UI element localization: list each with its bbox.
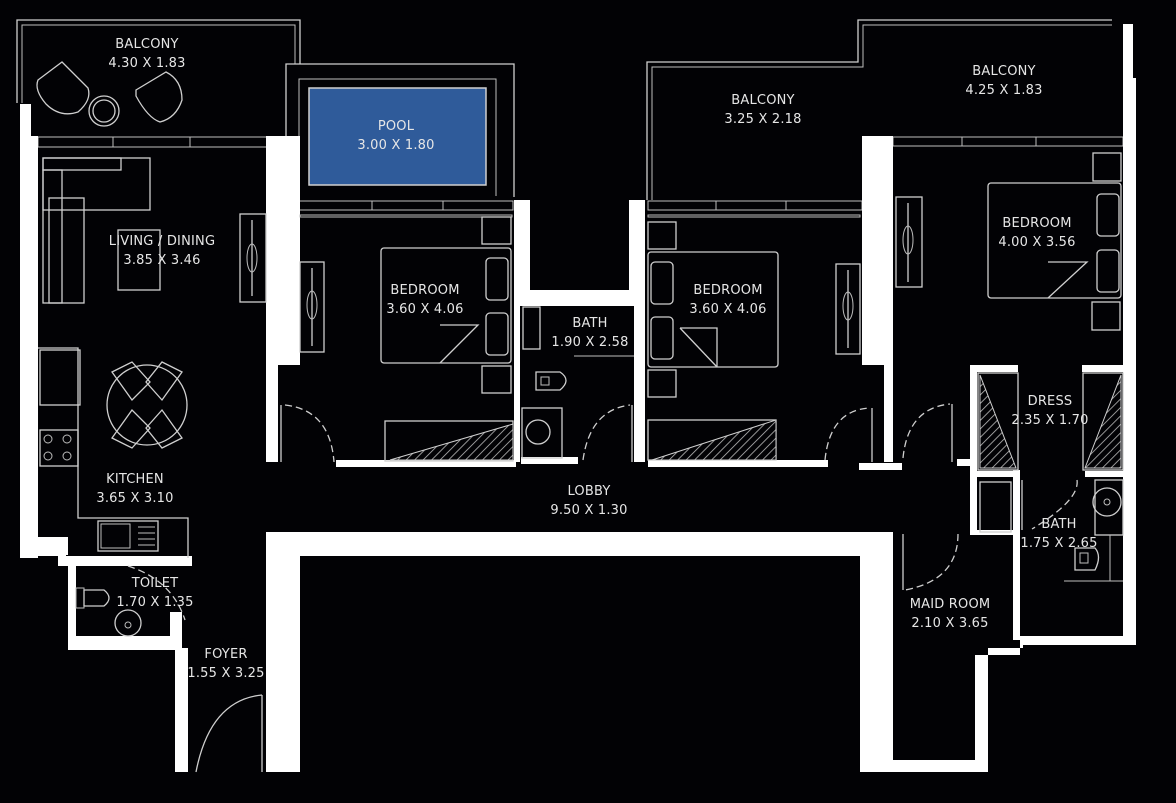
room-dimensions: 3.60 X 4.06 (386, 302, 464, 317)
room-label-balcony-left: BALCONY 4.30 X 1.83 (108, 35, 185, 73)
room-name: MAID ROOM (909, 597, 991, 612)
room-dimensions: 3.85 X 3.46 (123, 253, 201, 268)
room-dimensions: 4.30 X 1.83 (108, 56, 186, 71)
room-label-kitchen: KITCHEN 3.65 X 3.10 (96, 470, 173, 508)
walls (20, 24, 1136, 772)
room-name: LOBBY (567, 484, 611, 499)
master-bedroom-furniture (895, 152, 1122, 462)
room-label-bath-2: BATH 1.75 X 2.65 (1020, 515, 1097, 553)
pool-water (308, 87, 487, 186)
room-label-bedroom-1: BEDROOM 3.60 X 4.06 (386, 281, 463, 319)
room-label-maid-room: MAID ROOM 2.10 X 3.65 (910, 595, 991, 633)
room-dimensions: 2.35 X 1.70 (1011, 413, 1089, 428)
room-label-bath-1: BATH 1.90 X 2.58 (551, 314, 628, 352)
room-label-toilet: TOILET 1.70 X 1.35 (116, 574, 193, 612)
room-dimensions: 9.50 X 1.30 (550, 503, 628, 518)
balcony-right-railing (892, 136, 1124, 147)
balcony-chairs (36, 61, 183, 127)
dining-table (106, 361, 188, 449)
tv-unit (239, 213, 267, 303)
room-label-bedroom-master: BEDROOM 4.00 X 3.56 (998, 214, 1075, 252)
room-label-pool: POOL 3.00 X 1.80 (357, 117, 434, 155)
balcony-mid-railing (646, 19, 1112, 211)
room-dimensions: 1.70 X 1.35 (116, 595, 194, 610)
room-name: DRESS (1027, 394, 1073, 409)
room-name: BALCONY (972, 64, 1036, 79)
room-dimensions: 3.60 X 4.06 (689, 302, 767, 317)
sofa (42, 157, 161, 304)
room-name: BATH (1041, 517, 1077, 532)
room-dimensions: 3.25 X 2.18 (724, 112, 802, 127)
room-name: TOILET (131, 576, 179, 591)
room-name: BEDROOM (693, 283, 763, 298)
room-name: BEDROOM (390, 283, 460, 298)
room-name: POOL (377, 119, 415, 134)
room-name: BALCONY (115, 37, 179, 52)
room-name: BEDROOM (1002, 216, 1072, 231)
bath-2-fixtures (1021, 479, 1124, 582)
room-label-lobby: LOBBY 9.50 X 1.30 (550, 482, 627, 520)
room-label-dress: DRESS 2.35 X 1.70 (1011, 392, 1088, 430)
room-name: FOYER (204, 647, 248, 662)
bedroom-1-furniture (280, 214, 514, 463)
room-label-living-dining: LIVING / DINING 3.85 X 3.46 (109, 232, 215, 270)
toilet-fixtures (75, 565, 186, 637)
room-label-bedroom-2: BEDROOM 3.60 X 4.06 (689, 281, 766, 319)
bedroom-2-furniture (647, 214, 873, 462)
room-name: BATH (572, 316, 608, 331)
room-label-balcony-mid: BALCONY 3.25 X 2.18 (724, 91, 801, 129)
kitchen-counter (38, 347, 189, 558)
room-name: BALCONY (731, 93, 795, 108)
room-dimensions: 3.65 X 3.10 (96, 491, 174, 506)
room-dimensions: 1.75 X 2.65 (1020, 536, 1098, 551)
maid-room-door (902, 481, 1012, 591)
bath-1-fixtures (521, 306, 634, 462)
room-dimensions: 1.55 X 3.25 (187, 666, 265, 681)
room-name: KITCHEN (106, 472, 164, 487)
room-label-balcony-right: BALCONY 4.25 X 1.83 (965, 62, 1042, 100)
room-dimensions: 4.25 X 1.83 (965, 83, 1043, 98)
room-name: LIVING / DINING (108, 234, 216, 249)
room-dimensions: 2.10 X 3.65 (911, 616, 989, 631)
entrance-door (195, 694, 263, 773)
room-dimensions: 3.00 X 1.80 (357, 138, 435, 153)
room-dimensions: 4.00 X 3.56 (998, 235, 1076, 250)
room-label-foyer: FOYER 1.55 X 3.25 (187, 645, 264, 683)
dress-wardrobes (977, 372, 1124, 471)
room-dimensions: 1.90 X 2.58 (551, 335, 629, 350)
